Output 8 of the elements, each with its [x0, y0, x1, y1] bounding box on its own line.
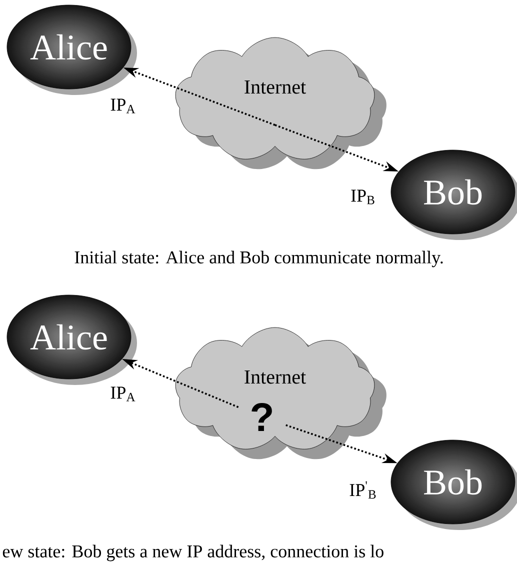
question-mark: ?	[252, 403, 272, 431]
address-label: IP$_{A}$	[110, 386, 136, 402]
address-label: IP$_{B}$	[351, 190, 374, 204]
cloud: Internet	[175, 37, 386, 170]
caption: Initial state: Alice and Bob communicate normally.	[74, 250, 443, 268]
address-label: IP$_{A}$	[110, 98, 136, 114]
caption: ew state: Bob gets a new IP address, connection is lo	[2, 544, 384, 562]
address-label: IP$^{'}$B	[350, 481, 376, 499]
